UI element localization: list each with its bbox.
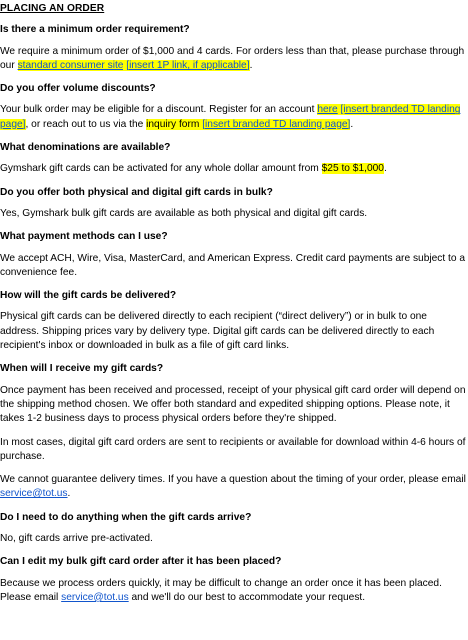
question-delivery: How will the gift cards be delivered? xyxy=(0,290,177,302)
inquiry-form-highlight: inquiry form xyxy=(146,118,200,130)
answer-text: Because we process orders quickly, it ma… xyxy=(0,577,442,603)
register-here-link[interactable]: here xyxy=(317,104,338,116)
answer-text: Your bulk order may be eligible for a di… xyxy=(0,104,318,116)
question-volume-discounts: Do you offer volume discounts? xyxy=(0,83,156,95)
question-physical-digital: Do you offer both physical and digital g… xyxy=(0,186,273,198)
answer-text: . xyxy=(249,59,253,71)
service-email-link[interactable]: service@tot.us xyxy=(0,488,68,500)
answer-text: , or reach out to us via the xyxy=(25,118,147,130)
answer-volume-discounts: Your bulk order may be eligible for a di… xyxy=(0,103,468,132)
question-denominations: What denominations are available? xyxy=(0,142,171,154)
answer-denominations: Gymshark gift cards can be activated for… xyxy=(0,162,468,176)
space xyxy=(123,59,127,71)
placeholder-note-landing-page[interactable]: [insert branded TD landing page] xyxy=(202,118,351,130)
answer-text: . xyxy=(383,163,387,175)
answer-text: and we'll do our best to accommodate you… xyxy=(128,591,366,603)
consumer-site-link[interactable]: standard consumer site xyxy=(17,59,124,71)
answer-text: Gymshark gift cards can be activated for… xyxy=(0,163,322,175)
answer-payment-methods: We accept ACH, Wire, Visa, MasterCard, a… xyxy=(0,252,466,278)
answer-minimum-order: We require a minimum order of $1,000 and… xyxy=(0,45,468,74)
question-payment-methods: What payment methods can I use? xyxy=(0,231,168,243)
answer-arrival-action: No, gift cards arrive pre-activated. xyxy=(0,533,153,545)
section-title: PLACING AN ORDER xyxy=(0,3,105,14)
denomination-range-highlight: $25 to $1,000 xyxy=(321,163,384,175)
question-arrival-action: Do I need to do anything when the gift c… xyxy=(0,511,252,523)
answer-receive-timing-physical: Once payment has been received and proce… xyxy=(0,384,466,425)
answer-delivery: Physical gift cards can be delivered dir… xyxy=(0,311,435,352)
question-minimum-order: Is there a minimum order requirement? xyxy=(0,24,190,36)
answer-receive-timing-contact: We cannot guarantee delivery times. If y… xyxy=(0,473,468,502)
answer-text: We cannot guarantee delivery times. If y… xyxy=(0,474,466,486)
space xyxy=(199,118,203,130)
space xyxy=(337,104,341,116)
question-edit-order: Can I edit my bulk gift card order after… xyxy=(0,556,282,568)
question-receive-timing: When will I receive my gift cards? xyxy=(0,363,164,375)
answer-physical-digital: Yes, Gymshark bulk gift cards are availa… xyxy=(0,207,368,219)
answer-text: We require a minimum order of $1,000 and… xyxy=(0,45,465,71)
document-page: PLACING AN ORDER Is there a minimum orde… xyxy=(0,3,468,606)
placeholder-note-1p-link[interactable]: [insert 1P link, if applicable] xyxy=(126,59,250,71)
answer-text: . xyxy=(67,488,71,500)
answer-text: . xyxy=(350,118,354,130)
answer-receive-timing-digital: In most cases, digital gift card orders … xyxy=(0,436,466,462)
answer-edit-order: Because we process orders quickly, it ma… xyxy=(0,577,468,606)
service-email-link[interactable]: service@tot.us xyxy=(61,591,129,603)
